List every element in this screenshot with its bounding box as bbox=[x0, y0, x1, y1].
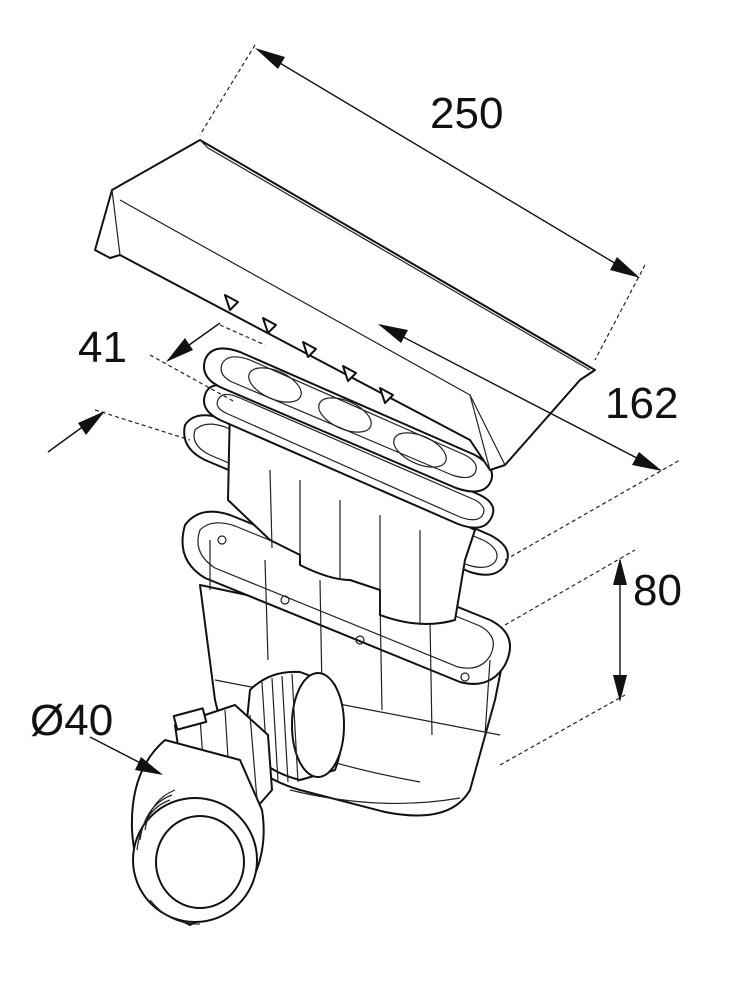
dimension-label-80: 80 bbox=[633, 566, 682, 615]
extension-lines bbox=[94, 44, 681, 766]
dimension-label-diameter-40: Ø40 bbox=[30, 696, 113, 745]
drain-frame bbox=[203, 347, 494, 493]
top-cover bbox=[94, 139, 596, 471]
dimension-label-41: 41 bbox=[78, 323, 127, 372]
outlet-elbow bbox=[130, 670, 345, 926]
dimension-label-162: 162 bbox=[605, 379, 678, 428]
strainer-insert bbox=[203, 384, 495, 625]
dimension-label-250: 250 bbox=[430, 89, 503, 138]
dimension-lines bbox=[47, 48, 662, 775]
